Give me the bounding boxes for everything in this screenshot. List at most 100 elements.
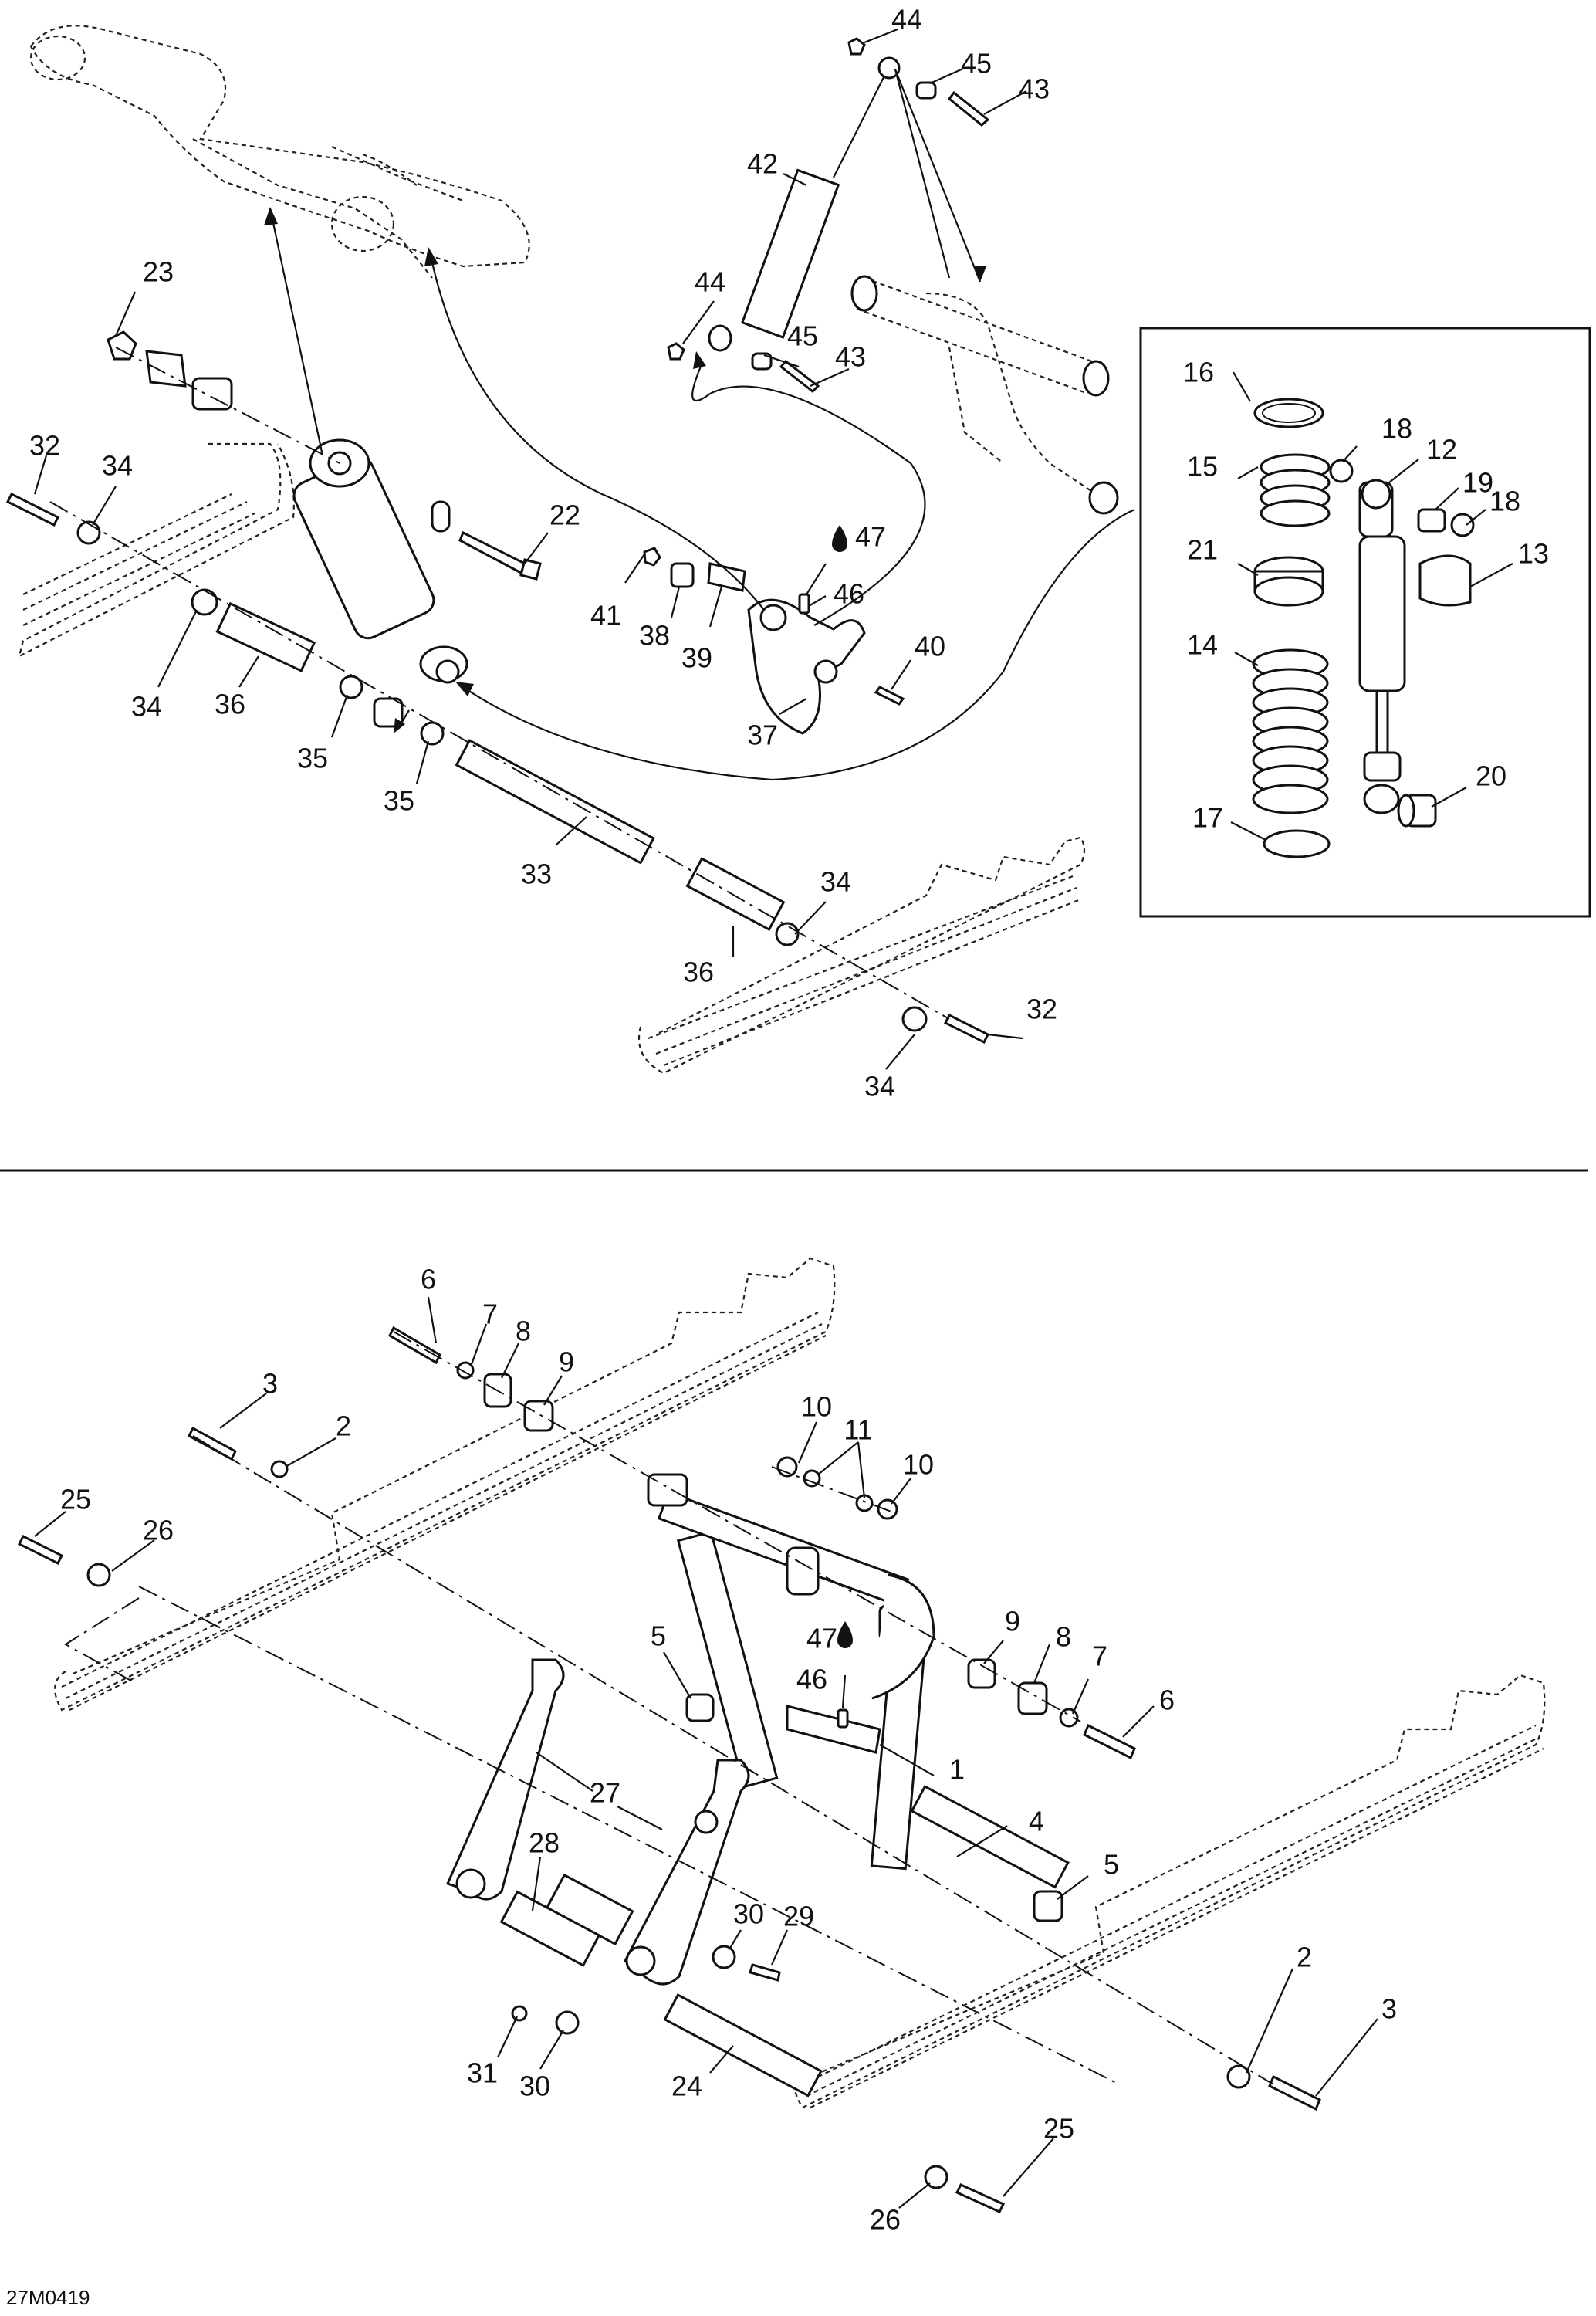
assembly-arrows [264,207,1135,781]
callout-23: 23 [143,256,174,288]
callout-6: 6 [421,1264,436,1295]
bottom-section: 6 7 8 9 3 2 10 11 10 25 26 5 47 46 9 8 7… [6,1257,1546,2309]
callout-3: 3 [262,1368,278,1400]
callout-36: 36 [683,957,714,988]
left-runner-rail-bottom [54,1257,836,1712]
callout-33: 33 [521,858,552,890]
bracket-37 [643,547,905,735]
top-section: 44 45 43 42 44 45 43 23 32 34 22 47 46 4… [5,4,1591,1102]
callout-30: 30 [519,2071,550,2102]
rear-arm-outline [850,275,1119,515]
callout-2: 2 [1297,1942,1312,1973]
callout-16: 16 [1183,357,1214,388]
callout-17: 17 [1192,802,1223,834]
callout-15: 15 [1187,451,1218,482]
callout-43: 43 [835,341,866,373]
callout-18: 18 [1381,413,1412,445]
callout-28: 28 [529,1827,560,1859]
callout-2: 2 [336,1410,351,1442]
callout-6: 6 [1159,1685,1175,1716]
callout-7: 7 [1092,1640,1107,1672]
bottom-hardware [17,1326,1321,2213]
frame-outline [29,25,530,279]
callout-32: 32 [1026,994,1057,1025]
callout-5: 5 [651,1620,666,1652]
callout-36: 36 [215,689,245,720]
callout-44: 44 [891,4,922,36]
callout-8: 8 [516,1315,531,1347]
shock-detail-inset [1139,327,1591,918]
centerlines-bottom [64,1331,1274,2085]
coil-shock-12 [1358,479,1406,814]
callout-21: 21 [1187,534,1218,566]
callout-29: 29 [783,1901,814,1932]
callout-38: 38 [639,620,670,652]
callout-47: 47 [806,1623,837,1654]
arm-27 [445,1658,750,1986]
front-shock-body [292,438,542,684]
callout-35: 35 [297,743,328,774]
callout-3: 3 [1381,1993,1397,2025]
callout-47: 47 [855,521,886,553]
callout-10: 10 [903,1449,934,1481]
callout-27: 27 [590,1777,620,1809]
callout-9: 9 [559,1346,574,1378]
spring-14 [1252,648,1329,814]
callout-18: 18 [1489,486,1520,517]
callout-30: 30 [733,1898,764,1930]
callout-22: 22 [549,499,580,531]
callout-20: 20 [1476,760,1506,792]
callouts-bottom: 6 7 8 9 3 2 10 11 10 25 26 5 47 46 9 8 7… [60,1264,1397,2236]
rear-shock-42 [708,56,901,352]
callout-10: 10 [801,1391,832,1423]
callout-4: 4 [1029,1806,1044,1837]
spring-15 [1260,453,1331,527]
callout-31: 31 [467,2057,498,2089]
front-arm-1 [647,1473,935,1871]
callout-41: 41 [590,600,621,631]
callout-45: 45 [787,320,818,352]
callout-12: 12 [1426,434,1457,466]
callout-34: 34 [864,1071,895,1102]
callout-5: 5 [1104,1849,1119,1881]
callout-13: 13 [1518,538,1549,570]
callout-26: 26 [143,1515,174,1546]
callout-26: 26 [870,2204,901,2236]
right-runner-rail [637,836,1086,1075]
callout-46: 46 [796,1664,827,1695]
callout-43: 43 [1019,73,1050,105]
callout-32: 32 [29,430,60,462]
callout-14: 14 [1187,629,1218,661]
callout-11: 11 [844,1414,872,1446]
callout-40: 40 [915,631,945,662]
lubricant-drop-icon [832,525,847,552]
callout-44: 44 [695,266,725,298]
callout-7: 7 [482,1299,498,1330]
callout-25: 25 [1043,2113,1074,2145]
callout-19: 19 [1462,467,1493,499]
callout-42: 42 [747,148,778,180]
callout-37: 37 [747,720,778,751]
figure-code: 27M0419 [6,2286,90,2309]
callout-34: 34 [131,691,162,723]
callout-25: 25 [60,1484,91,1515]
callouts-top: 44 45 43 42 44 45 43 23 32 34 22 47 46 4… [29,4,1549,1102]
callout-24: 24 [671,2071,702,2102]
lubricant-drop-icon [837,1621,853,1648]
callout-34: 34 [102,450,133,482]
front-shock-hardware [5,330,990,1045]
shock42-hardware [667,37,990,393]
callout-46: 46 [834,578,864,610]
callout-1: 1 [949,1754,965,1786]
callout-35: 35 [384,785,414,817]
callout-39: 39 [681,642,712,674]
left-runner-rail [18,442,295,659]
callout-34: 34 [820,866,851,898]
callout-45: 45 [961,48,992,80]
leader-lines-bottom [34,1296,1378,2209]
callout-8: 8 [1056,1621,1071,1653]
leader-lines-top [33,28,1513,1070]
callout-9: 9 [1005,1606,1020,1637]
